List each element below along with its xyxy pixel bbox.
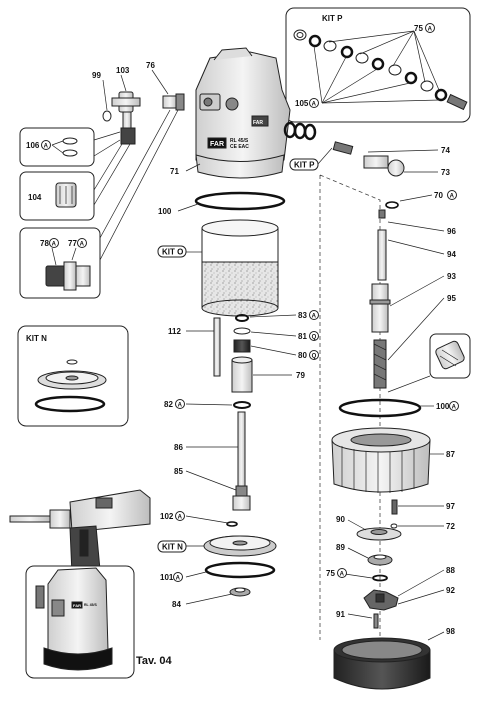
label-106a: 106 <box>26 141 40 150</box>
label-100: 100 <box>158 207 172 216</box>
kit-p-label-2: KIT P <box>294 161 315 170</box>
circled-a-106: A <box>44 144 49 150</box>
box-106a: 106 A <box>19 127 121 167</box>
circled-a-78: A <box>52 242 57 248</box>
circled-a-101: A <box>176 576 181 582</box>
base-ring-98: 98 <box>333 627 455 690</box>
label-76: 76 <box>146 61 155 70</box>
circled-a-75b: A <box>340 572 345 578</box>
o-ring-102a: 102 A <box>160 511 238 527</box>
label-100a: 100 <box>436 402 450 411</box>
circled-a-82: A <box>178 403 183 409</box>
kit-p-box: KIT P 75 A 105 A <box>285 7 471 123</box>
parts-93-95: 93 95 <box>369 272 456 389</box>
circled-a-70: A <box>450 194 455 200</box>
o-ring-100a: 100 A <box>338 398 459 418</box>
label-102a: 102 <box>160 512 174 521</box>
kit-p-seals <box>293 29 468 111</box>
part-70a: 70 A <box>385 190 457 209</box>
circled-a-102: A <box>178 515 183 521</box>
label-72: 72 <box>446 522 455 531</box>
label-74: 74 <box>441 146 450 155</box>
o-ring-101a: 101 A <box>160 561 276 582</box>
label-97: 97 <box>446 502 455 511</box>
label-86: 86 <box>174 443 183 452</box>
label-98: 98 <box>446 627 455 636</box>
label-95: 95 <box>447 294 456 303</box>
circled-a-75: A <box>428 27 433 33</box>
rod-86-85: 86 85 <box>174 411 251 511</box>
piston-disk-kit-n: KIT N <box>157 535 277 557</box>
center-stack: 112 83 A 81 Q 80 Q 79 <box>168 310 319 393</box>
label-92: 92 <box>446 586 455 595</box>
label-78a: 78 <box>40 239 49 248</box>
label-70a: 70 <box>434 191 443 200</box>
o-ring-75a: 75 A <box>326 568 388 582</box>
circled-a-100: A <box>452 405 457 411</box>
body-brand: FAR <box>210 141 224 148</box>
label-91: 91 <box>336 610 345 619</box>
label-90: 90 <box>336 515 345 524</box>
label-81q: 81 <box>298 332 307 341</box>
label-84: 84 <box>172 600 181 609</box>
kit-o-label: KIT O <box>162 248 183 257</box>
body-label-small: FAR <box>253 120 263 126</box>
parts-90-89: 90 89 <box>336 515 402 566</box>
air-fittings: 99 103 76 <box>92 61 185 145</box>
kit-n-box: KIT N <box>17 325 129 427</box>
circled-q-81: Q <box>312 335 317 341</box>
label-99: 99 <box>92 71 101 80</box>
parts-88-92-91: 88 92 91 <box>336 566 455 629</box>
label-85: 85 <box>174 467 183 476</box>
part-84: 84 <box>172 587 251 609</box>
parts-96-94: 96 94 <box>377 209 456 281</box>
detail-box-spring <box>387 333 471 393</box>
label-71: 71 <box>170 167 179 176</box>
label-80q: 80 <box>298 351 307 360</box>
tool-brand: FAR <box>73 603 81 608</box>
label-96: 96 <box>447 227 456 236</box>
label-79: 79 <box>296 371 305 380</box>
tool-model: RL 45/S <box>84 603 97 607</box>
label-101a: 101 <box>160 573 174 582</box>
main-body-71: FAR FAR RL 45/S CE EAC 71 <box>170 47 291 179</box>
box-78a-77a: 78 A 77 A <box>19 109 179 299</box>
label-94: 94 <box>447 250 456 259</box>
label-104: 104 <box>28 193 42 202</box>
circled-a-77: A <box>80 242 85 248</box>
circled-a-83: A <box>312 314 317 320</box>
body-model-sub: CE EAC <box>230 144 249 150</box>
kit-n-label: KIT N <box>26 334 47 343</box>
box-104: 104 <box>19 143 131 221</box>
piston-parts-73-74: 74 73 KIT P <box>283 121 450 177</box>
page-title: Tav. 04 <box>136 655 173 667</box>
kit-p-label: KIT P <box>322 14 343 23</box>
label-88: 88 <box>446 566 455 575</box>
kit-n-label-2: KIT N <box>162 543 183 552</box>
housing-87: 87 <box>331 427 455 493</box>
circled-a-105: A <box>312 102 317 108</box>
parts-97-72: 97 72 <box>390 499 455 531</box>
label-75a: 75 <box>326 569 335 578</box>
assembled-tool-illustration: FAR RL 45/S <box>9 489 151 679</box>
label-112: 112 <box>168 327 181 336</box>
label-77a: 77 <box>68 239 77 248</box>
label-89: 89 <box>336 543 345 552</box>
label-105a: 105 <box>295 99 309 108</box>
label-73: 73 <box>441 168 450 177</box>
circled-q-80: Q <box>312 354 317 360</box>
o-ring-82a: 82 A <box>164 399 251 409</box>
kit-o-sleeve: KIT O <box>157 219 279 317</box>
label-103: 103 <box>116 66 130 75</box>
label-75a-kit-p: 75 <box>414 24 423 33</box>
label-83a: 83 <box>298 311 307 320</box>
label-93: 93 <box>447 272 456 281</box>
o-ring-100: 100 <box>158 191 286 216</box>
label-87: 87 <box>446 450 455 459</box>
dashed-axis <box>319 174 381 640</box>
label-82a: 82 <box>164 400 173 409</box>
body-model: RL 45/S <box>230 138 249 144</box>
